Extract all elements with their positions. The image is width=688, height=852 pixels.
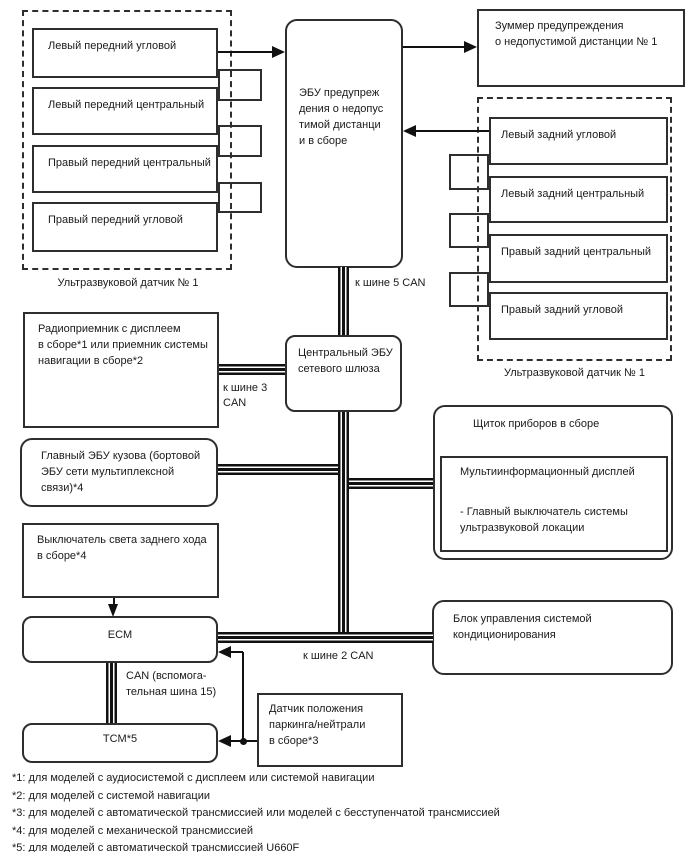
can-bus-aux-label: CAN (вспомога- тельная шина 15) xyxy=(126,670,217,698)
rear-sensor-to-ecu-line xyxy=(415,130,489,132)
arrow-left-icon xyxy=(218,735,231,747)
rear-sensor-link-1 xyxy=(449,154,489,190)
rear-sensor-group-border xyxy=(477,97,672,361)
can-bus-cluster xyxy=(349,478,433,489)
can-bus-2 xyxy=(218,632,433,643)
park-neutral-sensor-box: Датчик положения паркинга/нейтрали в сбо… xyxy=(257,693,403,767)
footnotes: *1: для моделей с аудиосистемой с диспле… xyxy=(12,770,500,852)
junction-dot xyxy=(240,738,247,745)
sensor-front-left-corner: Левый передний угловой xyxy=(32,28,218,78)
ac-control-box: Блок управления системой кондиционирован… xyxy=(432,600,673,675)
front-sensor-group-caption: Ультразвуковой датчик № 1 xyxy=(57,277,199,289)
can-bus-body-ecu xyxy=(218,464,338,475)
can-bus-3 xyxy=(219,364,285,375)
rear-sensor-group-caption: Ультразвуковой датчик № 1 xyxy=(504,367,645,379)
arrow-right-icon xyxy=(272,46,285,58)
radio-receiver-box: Радиоприемник с дисплеем в сборе*1 или п… xyxy=(23,312,219,428)
sensor-front-right-center: Правый передний центральный xyxy=(32,145,218,193)
sensor-rear-right-center: Правый задний центральный xyxy=(489,234,668,283)
sensor-to-ecm-line xyxy=(229,651,243,653)
arrow-right-icon xyxy=(464,41,477,53)
main-body-ecu-box: Главный ЭБУ кузова (бортовой ЭБУ сети му… xyxy=(20,438,218,507)
rear-sensor-link-3 xyxy=(449,272,489,307)
footnote-5: *5: для моделей с автоматической трансми… xyxy=(12,842,300,852)
footnote-3: *3: для моделей с автоматической трансми… xyxy=(12,807,500,819)
footnote-2: *2: для моделей с системой навигации xyxy=(12,789,210,802)
switch-to-ecm-line xyxy=(113,598,115,605)
instrument-cluster-title: Щиток приборов в сборе xyxy=(473,418,600,430)
rear-sensor-link-2 xyxy=(449,213,489,248)
sensor-rear-left-corner: Левый задний угловой xyxy=(489,117,668,165)
multi-information-display-label: Мультиинформационный дисплей xyxy=(460,466,635,478)
arrow-down-icon xyxy=(108,604,118,617)
front-sensor-to-ecu-line xyxy=(218,51,274,53)
arrow-left-icon xyxy=(218,646,231,658)
front-sensor-link-2 xyxy=(218,125,262,157)
can-bus-5-label: к шине 5 CAN xyxy=(355,277,426,289)
sensor-rear-left-center: Левый задний центральный xyxy=(489,176,668,223)
ecm-box: ECM xyxy=(22,616,218,663)
ecu-to-buzzer-line xyxy=(403,46,465,48)
backup-light-switch-box: Выключатель света заднего хода в сборе*4 xyxy=(22,523,219,598)
can-bus-3-label: к шине 3 CAN xyxy=(223,382,268,409)
footnote-1: *1: для моделей с аудиосистемой с диспле… xyxy=(12,772,375,784)
front-sensor-link-3 xyxy=(218,182,262,213)
buzzer-box: Зуммер предупреждения о недопустимой дис… xyxy=(477,9,685,87)
arrow-left-icon xyxy=(403,125,416,137)
sensor-front-left-center: Левый передний центральный xyxy=(32,87,218,135)
front-sensor-group-border xyxy=(22,10,232,270)
front-sensor-link-1 xyxy=(218,69,262,101)
central-gateway-ecu-box: Центральный ЭБУ сетевого шлюза xyxy=(285,335,402,412)
can-bus-aux-15 xyxy=(106,663,117,723)
tcm-box: TCM*5 xyxy=(22,723,218,763)
can-bus-5 xyxy=(338,267,349,335)
warning-ecu-box: ЭБУ предупреж дения о недопус тимой дист… xyxy=(285,19,403,268)
sensor-front-right-corner: Правый передний угловой xyxy=(32,202,218,252)
sensor-branch-line xyxy=(242,652,244,742)
sensor-rear-right-corner: Правый задний угловой xyxy=(489,292,668,340)
multi-information-display-box: Мультиинформационный дисплей - Главный в… xyxy=(440,456,668,552)
footnote-4: *4: для моделей с механической трансмисс… xyxy=(12,824,253,837)
can-bus-main-vertical xyxy=(338,412,349,632)
can-bus-2-label: к шине 2 CAN xyxy=(303,650,374,662)
